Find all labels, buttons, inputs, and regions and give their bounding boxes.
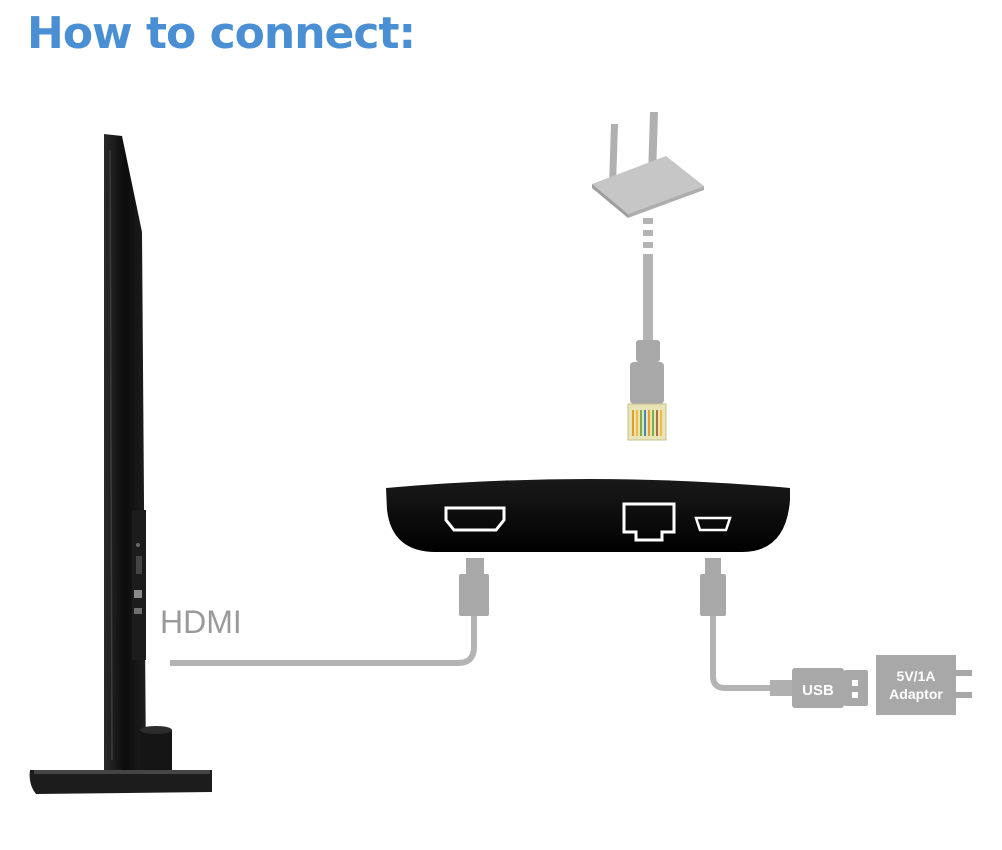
usb-cable (700, 558, 800, 696)
power-adaptor-icon: 5V/1A Adaptor (876, 655, 972, 715)
hdmi-label: HDMI (160, 604, 242, 640)
streaming-box-icon (386, 479, 790, 552)
micro-usb-port-icon (694, 516, 732, 532)
usb-plug-icon: USB (792, 668, 868, 708)
adaptor-rating-label: 5V/1A (897, 668, 936, 684)
ethernet-cable (643, 218, 653, 342)
adaptor-label: Adaptor (889, 686, 943, 702)
ethernet-plug-icon (627, 340, 667, 441)
ethernet-port-icon (622, 502, 676, 542)
hdmi-port-icon (444, 506, 506, 532)
router-icon (592, 112, 704, 218)
usb-label: USB (802, 682, 834, 699)
hdmi-cable (170, 558, 489, 666)
page-title: How to connect: (27, 8, 416, 59)
tv-icon (29, 134, 212, 794)
